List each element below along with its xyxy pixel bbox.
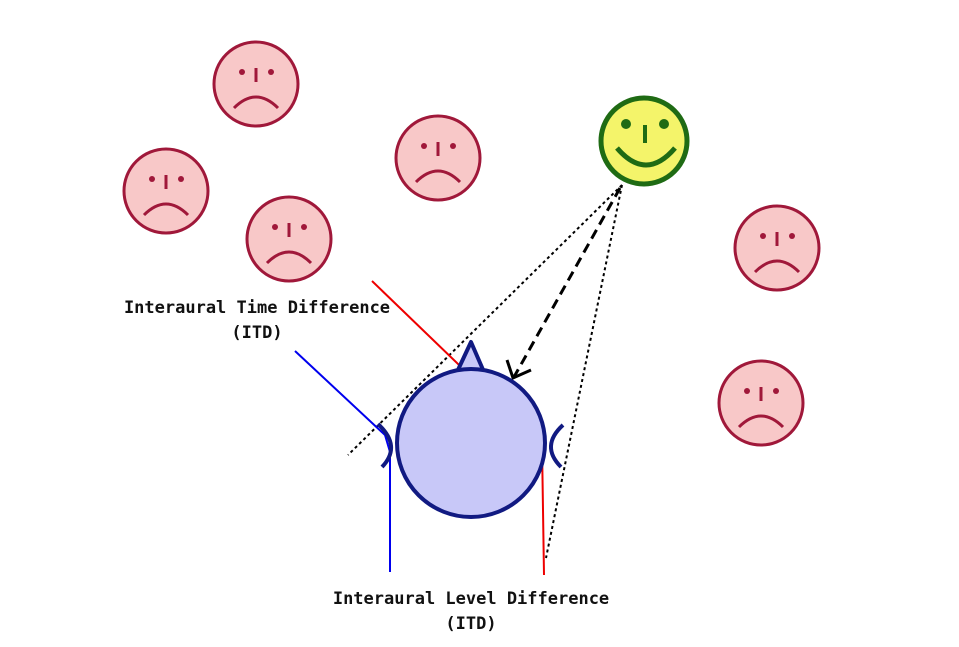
- ild-label: Interaural Level Difference: [333, 589, 609, 609]
- sad-face: [717, 359, 805, 447]
- left-ear-icon: [376, 422, 393, 469]
- itd-label: Interaural Time Difference: [124, 298, 390, 318]
- sad-face: [122, 147, 210, 235]
- sad-face: [245, 195, 333, 283]
- sound-cone-lines: [347, 184, 623, 559]
- itd-label-abbrev: (ITD): [231, 323, 282, 343]
- sad-face: [212, 40, 300, 128]
- itd-indicator-line: [294, 350, 391, 572]
- happy-face: [598, 95, 690, 187]
- sad-face: [394, 114, 482, 202]
- ild-label-abbrev: (ITD): [445, 614, 496, 634]
- sad-face: [733, 204, 821, 292]
- direct-sound-arrow: [505, 187, 622, 381]
- right-ear-icon: [549, 423, 565, 469]
- listener-head: [376, 340, 565, 519]
